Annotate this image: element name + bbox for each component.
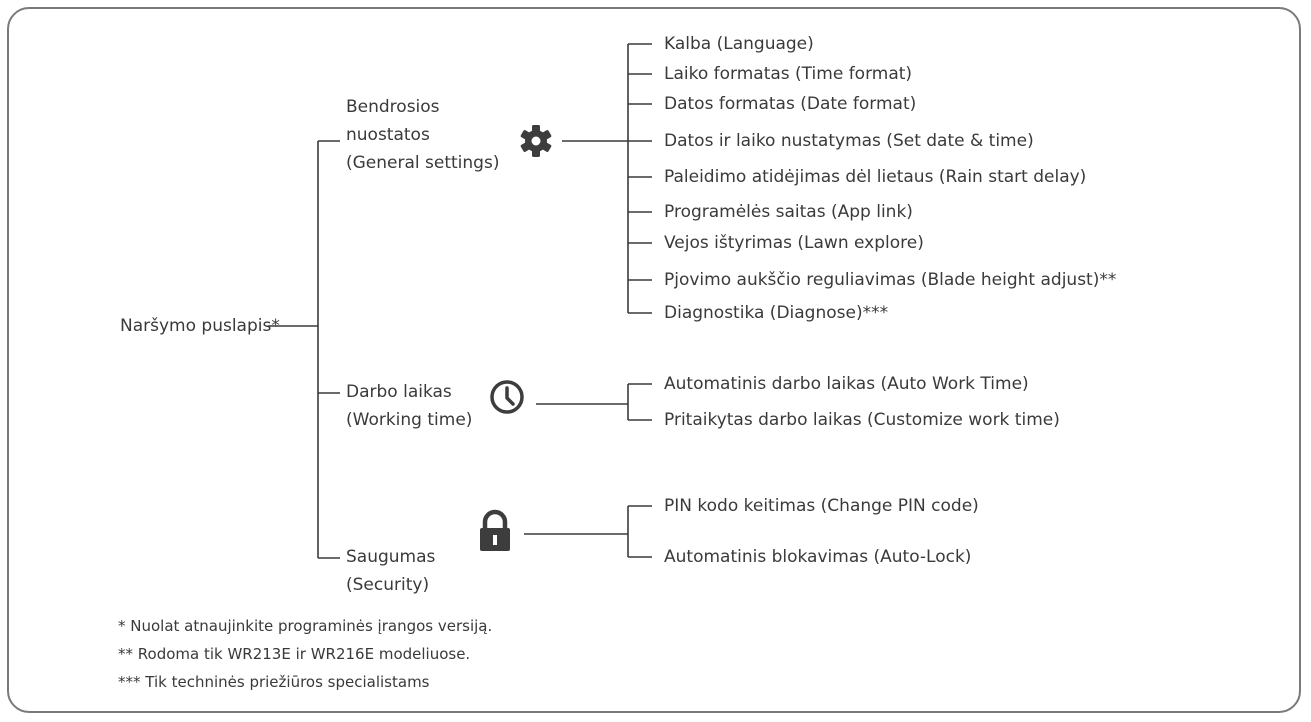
menu-item-customize-work-time: Pritaikytas darbo laikas (Customize work… [664, 410, 1060, 430]
menu-item-lawn-explore: Vejos ištyrimas (Lawn explore) [664, 233, 924, 253]
branch-general-settings: Bendrosios nuostatos (General settings) [346, 93, 499, 177]
menu-item-blade-height: Pjovimo aukščio reguliavimas (Blade heig… [664, 270, 1117, 290]
menu-item-set-date-time: Datos ir laiko nustatymas (Set date & ti… [664, 131, 1034, 151]
diagram-frame [7, 7, 1301, 713]
gear-icon [520, 125, 552, 157]
menu-item-diagnose: Diagnostika (Diagnose)*** [664, 303, 889, 323]
menu-item-auto-work-time: Automatinis darbo laikas (Auto Work Time… [664, 374, 1029, 394]
branch-label-line: nuostatos [346, 125, 430, 145]
footnote: * Nuolat atnaujinkite programinės įrango… [118, 617, 493, 635]
branch-label-line: (General settings) [346, 153, 500, 173]
branch-label-line: Darbo laikas [346, 382, 452, 402]
branch-label-line: (Working time) [346, 410, 473, 430]
root-label: Naršymo puslapis* [120, 316, 280, 336]
menu-item-date-format: Datos formatas (Date format) [664, 94, 917, 114]
menu-item-rain-start-delay: Paleidimo atidėjimas dėl lietaus (Rain s… [664, 167, 1087, 187]
menu-item-change-pin: PIN kodo keitimas (Change PIN code) [664, 496, 979, 516]
branch-working-time: Darbo laikas (Working time) [346, 378, 472, 434]
menu-item-auto-lock: Automatinis blokavimas (Auto-Lock) [664, 547, 972, 567]
menu-item-app-link: Programėlės saitas (App link) [664, 202, 913, 222]
lock-icon [480, 509, 510, 551]
menu-item-time-format: Laiko formatas (Time format) [664, 64, 913, 84]
branch-label-line: (Security) [346, 575, 430, 595]
branch-security: Saugumas (Security) [346, 543, 435, 599]
branch-label-line: Bendrosios [346, 97, 440, 117]
branch-label-line: Saugumas [346, 547, 436, 567]
clock-icon [490, 380, 524, 414]
footnote: ** Rodoma tik WR213E ir WR216E modeliuos… [118, 645, 471, 663]
menu-item-language: Kalba (Language) [664, 34, 814, 54]
footnote: *** Tik techninės priežiūros specialista… [118, 673, 430, 691]
